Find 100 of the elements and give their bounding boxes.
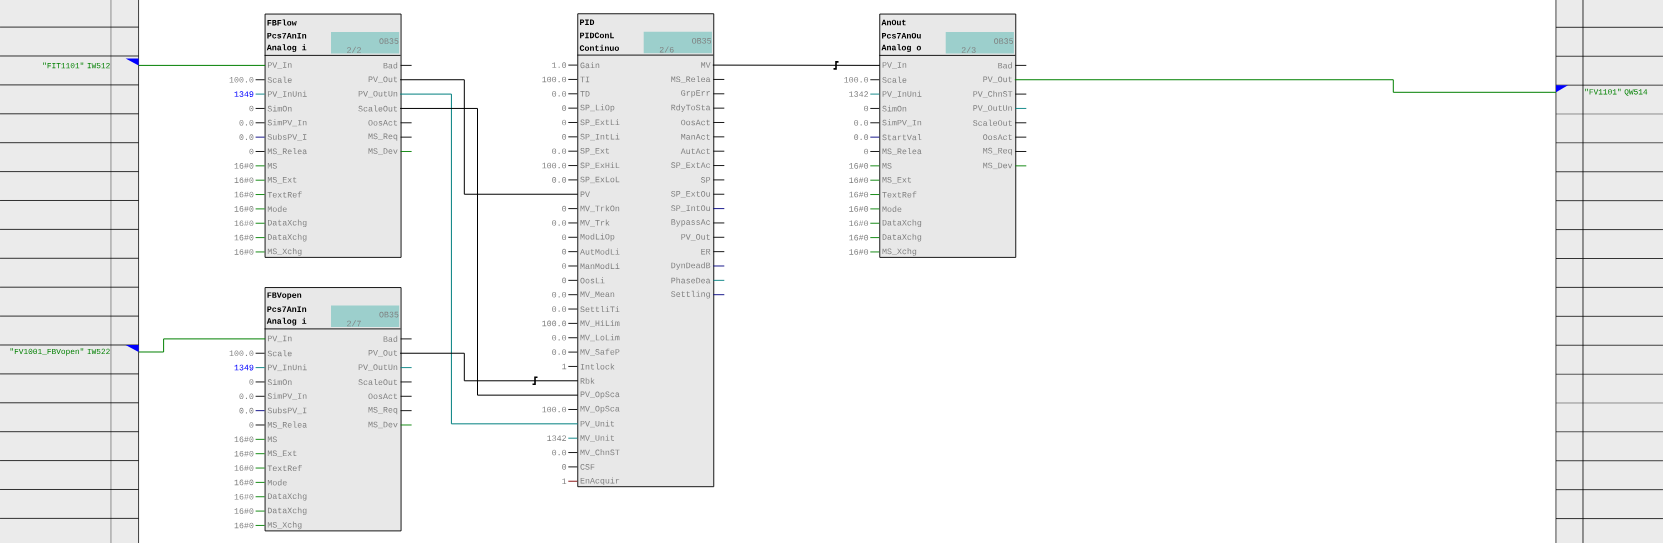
- pin-label: PV_Out: [681, 234, 710, 241]
- pin-label: Mode: [882, 205, 902, 212]
- pin-label: ModLiOp: [580, 233, 615, 242]
- sequence-number: 2/2: [347, 46, 361, 53]
- pin-label: SimOn: [882, 105, 907, 112]
- pin-label: TI: [580, 76, 590, 83]
- pin-value: 100.0: [542, 162, 567, 169]
- pin-value: 0: [562, 263, 567, 269]
- pin-label: SP_ExHiL: [580, 162, 620, 169]
- pin-label: PV_Out: [368, 350, 398, 357]
- pin-label: ScaleOut: [358, 105, 398, 112]
- pin-label: DataXchg: [882, 219, 922, 228]
- pin-value: 0.0: [552, 220, 567, 226]
- pin-label: AutModLi: [580, 248, 620, 255]
- pin-value: 16#0: [849, 177, 869, 183]
- pin-label: SimPV_In: [267, 119, 307, 127]
- pin-label: TD: [580, 91, 590, 97]
- pin-label: PV_In: [882, 62, 907, 69]
- function-block: [264, 287, 402, 532]
- pin-label: SettliTi: [580, 306, 620, 313]
- pin-label: MV_LoLim: [580, 334, 620, 342]
- connection-line: [399, 352, 579, 386]
- pin-label: MS: [882, 163, 892, 169]
- pin-label: MS_Req: [983, 147, 1012, 156]
- pin-value: 0: [249, 148, 254, 155]
- pin-value: 16#0: [234, 249, 254, 255]
- pin-label: PV_InUni: [268, 364, 307, 372]
- pin-value: 0: [562, 464, 567, 470]
- block-label: PID: [580, 19, 595, 25]
- pin-label: ER: [701, 248, 711, 255]
- pin-label: Settling: [671, 290, 710, 299]
- connection-line: [712, 61, 881, 70]
- pin-value: 0.0: [552, 148, 567, 154]
- pin-label: MV: [701, 62, 711, 68]
- pin-label: MS_Req: [368, 133, 398, 141]
- pin-label: MV_Unit: [580, 434, 614, 442]
- pin-label: PV_InUni: [882, 90, 922, 98]
- pin-label: MS_Ext: [267, 177, 297, 184]
- pin-label: Scale: [267, 76, 292, 83]
- pin-value: 16#0: [234, 234, 254, 241]
- pin-label: MS_Relea: [671, 76, 711, 83]
- pin-label: PhaseDea: [671, 277, 711, 284]
- pin-value: 0.0: [552, 291, 567, 298]
- pin-label: Bad: [998, 62, 1012, 69]
- block-label: FBVopen: [267, 292, 302, 300]
- pin-label: PV_InUni: [268, 90, 307, 98]
- pin-label: SubsPV_I: [267, 407, 307, 415]
- pin-value: 0.0: [854, 120, 869, 126]
- pin-label: ScaleOut: [973, 119, 1012, 126]
- pin-label: SubsPV_I: [267, 133, 307, 141]
- pin-label: PV_ChnST: [973, 90, 1013, 98]
- pin-label: DynDeadB: [671, 262, 711, 270]
- block-label: Pcs7AnIn: [267, 306, 307, 312]
- pin-value: 0: [249, 379, 254, 385]
- pin-label: PV_In: [268, 62, 292, 69]
- pin-label: PV_Unit: [580, 420, 614, 428]
- pin-label: SimOn: [267, 378, 292, 385]
- connection-line: [1014, 79, 1568, 93]
- pin-label: MV_HiLim: [580, 319, 620, 327]
- pin-value: 0: [562, 105, 567, 111]
- pin-value: 0.0: [239, 407, 254, 414]
- pin-value: 16#0: [849, 220, 869, 227]
- pin-value: 0: [562, 205, 567, 212]
- pin-label: StartVal: [882, 134, 922, 141]
- pin-label: PV_Out: [983, 76, 1012, 83]
- pin-label: MS_Dev: [368, 421, 398, 429]
- pin-label: PV_OutUn: [973, 105, 1012, 112]
- pin-value: 1349: [234, 91, 254, 97]
- pin-label: SP_Ext: [580, 148, 610, 155]
- pin-label: ScaleOut: [358, 378, 398, 385]
- pin-label: PV_In: [268, 335, 292, 343]
- pin-label: Scale: [882, 76, 907, 83]
- pin-label: MS_Relea: [882, 148, 922, 155]
- pin-value: 16#0: [849, 234, 869, 241]
- pin-label: Bad: [383, 62, 398, 69]
- pin-value: 0: [562, 119, 567, 126]
- pin-label: PV_OutUn: [358, 90, 398, 98]
- pin-value: 100.0: [542, 406, 567, 413]
- pin-label: MV_TrkOn: [580, 205, 620, 213]
- pin-value: 16#0: [234, 206, 254, 212]
- pin-value: 16#0: [234, 522, 254, 529]
- pin-label: MS_Xchg: [882, 248, 917, 256]
- pin-value: 0.0: [239, 134, 254, 140]
- pin-label: DataXchg: [882, 233, 922, 242]
- pin-value: 1342: [547, 435, 566, 441]
- pin-value: 16#0: [849, 206, 869, 212]
- pin-value: 16#0: [234, 220, 254, 227]
- pin-label: OosAct: [681, 119, 710, 126]
- block-label: Analog o: [881, 44, 921, 53]
- pin-label: MV_SafeP: [580, 348, 620, 356]
- pin-label: Mode: [267, 479, 287, 486]
- pin-value: 1: [562, 478, 567, 484]
- pin-label: SP_ExtOu: [671, 191, 710, 198]
- pin-label: MS_Xchg: [267, 521, 302, 530]
- pin-label: SP_ExtAc: [671, 162, 710, 169]
- pin-value: 100.0: [844, 76, 869, 83]
- pin-value: 16#0: [234, 177, 254, 183]
- pin-label: SP_ExLoL: [580, 176, 620, 184]
- pin-value: 0.0: [239, 120, 254, 126]
- pin-value: 100.0: [229, 76, 254, 83]
